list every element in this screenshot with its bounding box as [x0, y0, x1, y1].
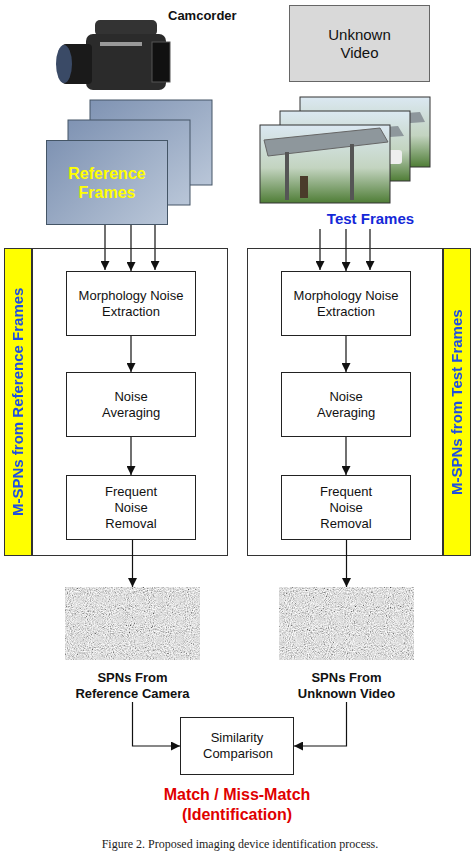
- process-container: M-SPNs from Reference FramesMorphology N…: [32, 248, 228, 556]
- noise-image: [65, 587, 200, 660]
- photo-roof: [264, 128, 388, 156]
- spn-output: SPNs From Reference Camera: [65, 587, 200, 702]
- camera-screen: [152, 42, 170, 82]
- process-container: M-SPNs from Test FramesMorphology Noise …: [247, 248, 443, 556]
- flow-arrow: [130, 437, 131, 475]
- process-box: Morphology Noise Extraction: [66, 271, 196, 336]
- node-text: Frequent Noise Removal: [306, 484, 386, 532]
- photo-background: [260, 125, 390, 203]
- process-box: Frequent Noise Removal: [281, 475, 411, 540]
- flow-arrow: [345, 336, 346, 372]
- node-text: Unknown Video: [320, 26, 400, 62]
- node-text: SPNs From Reference Camera: [70, 670, 195, 702]
- node-text: Morphology Noise Extraction: [282, 288, 410, 320]
- flow-arrow: [133, 702, 181, 746]
- node-text: Reference Frames: [57, 164, 157, 202]
- node-text: Noise Averaging: [96, 389, 166, 421]
- photo-post: [285, 152, 289, 200]
- node-text: Similarity Comparison: [197, 730, 277, 762]
- reference-frame: Reference Frames: [46, 140, 168, 225]
- flow-arrow: [130, 336, 131, 372]
- flow-arrow: [132, 540, 133, 587]
- flow-arrow: [346, 540, 347, 587]
- process-box: Noise Averaging: [281, 372, 411, 437]
- video-box: Unknown Video: [289, 5, 430, 82]
- node-text: SPNs From Unknown Video: [289, 670, 404, 702]
- test-frame-photo: [260, 125, 390, 203]
- spn-output: SPNs From Unknown Video: [279, 587, 414, 702]
- comparison-box: Similarity Comparison: [180, 717, 294, 775]
- input-arrow: [369, 229, 370, 270]
- noise-image: [279, 587, 414, 660]
- process-box: Frequent Noise Removal: [66, 475, 196, 540]
- section-band: M-SPNs from Test Frames: [443, 248, 471, 556]
- camera-trim: [100, 42, 142, 46]
- camera-lens: [56, 45, 72, 83]
- test-frames-stack: Test Frames: [258, 97, 433, 229]
- camcorder-illustration: [56, 20, 170, 90]
- flow-arrow: [345, 229, 346, 271]
- flow-arrow: [345, 437, 346, 475]
- node-text: Frequent Noise Removal: [91, 484, 171, 532]
- section-band: M-SPNs from Reference Frames: [4, 248, 32, 556]
- node-text: Noise Averaging: [311, 389, 381, 421]
- input-arrow: [319, 229, 320, 270]
- photo-person: [300, 176, 308, 198]
- process-box: Noise Averaging: [66, 372, 196, 437]
- result-label: Match / Miss-Match (Identification): [147, 785, 327, 825]
- device-label: Camcorder: [168, 8, 258, 23]
- camera-handle: [95, 20, 157, 36]
- flow-arrow: [294, 702, 347, 746]
- figure-caption: Figure 2. Proposed imaging device identi…: [20, 837, 460, 851]
- photo-post: [350, 144, 354, 200]
- node-text: Test Frames: [277, 210, 414, 229]
- node-text: Morphology Noise Extraction: [67, 288, 195, 320]
- process-box: Morphology Noise Extraction: [281, 271, 411, 336]
- flow-arrow: [130, 225, 131, 271]
